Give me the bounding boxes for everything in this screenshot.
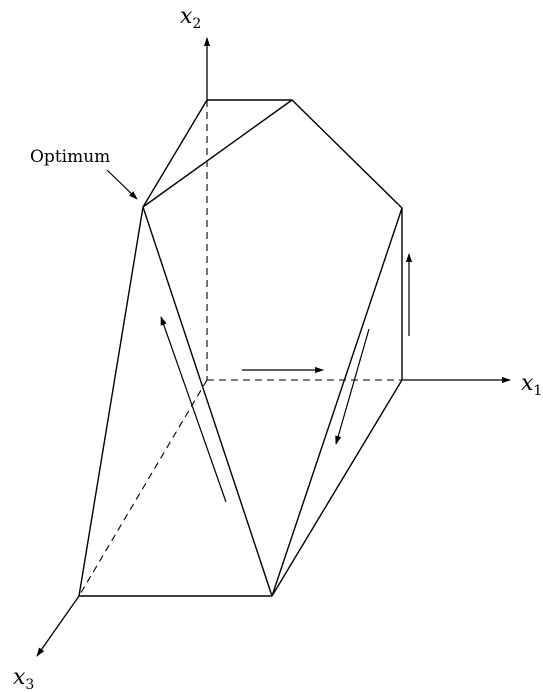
x3-axis-label: x3 [13,665,34,692]
edge-optimum-to-top [142,99,293,208]
hidden-edge-x3-axis [78,379,208,597]
optimum-pointer-arrow [106,169,138,200]
edge-optimum-to-front [142,206,273,597]
edge-right-lower [271,379,403,597]
step-arrow-3-down-diagonal [335,328,370,445]
edge-top-left [142,99,208,208]
coordinate-axes [36,37,511,657]
edge-right-diagonal [271,207,403,597]
optimum-label: Optimum [30,147,110,167]
x1-axis-label: x1 [521,371,542,399]
axis-labels: x2 x1 x3 [13,4,542,692]
hidden-edges [78,100,402,597]
x2-axis-label: x2 [180,4,201,32]
top-face-outline [207,99,403,380]
x3-axis [36,595,80,657]
step-arrow-4-up-diagonal [160,316,227,503]
polytope-edges [78,99,403,597]
edge-optimum-to-x3 [78,206,144,597]
simplex-path-arrows [106,169,413,503]
